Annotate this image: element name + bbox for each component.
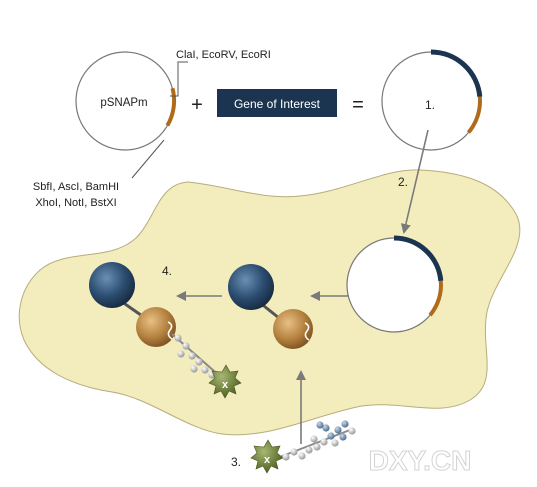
linked-substrate-chain — [171, 333, 223, 379]
plasmid-name: pSNAPm — [100, 97, 147, 109]
snap-active-site — [304, 322, 310, 341]
snap-tag-sphere — [273, 309, 313, 349]
gene-of-interest-box: Gene of Interest — [217, 89, 337, 117]
bottom-sites-leader — [131, 139, 165, 179]
transfected-plasmid — [346, 235, 444, 333]
step-4-label: 4. — [162, 264, 172, 278]
gene-insert-segment — [430, 49, 483, 97]
step-2-arrow — [400, 129, 429, 234]
top-sites-leader — [170, 61, 188, 97]
recombinant-plasmid: 1. — [381, 49, 483, 151]
step-3-label: 3. — [231, 455, 241, 469]
fusion-protein-expressed — [228, 264, 313, 349]
sites-bottom-label-2: XhoI, NotI, BstXI — [35, 197, 116, 209]
free-substrate: x — [250, 420, 356, 474]
plus-sign: + — [191, 94, 203, 116]
step-1-label: 1. — [425, 98, 435, 112]
snap-tag-segment — [428, 280, 443, 317]
gene-of-interest-label: Gene of Interest — [234, 97, 321, 111]
protein-of-interest-sphere — [89, 262, 135, 308]
fluorophore-glyph: x — [264, 454, 271, 466]
fusion-protein-labeled: x — [89, 262, 242, 399]
fluorophore-tag: x — [250, 439, 284, 474]
watermark: DXY.CN — [369, 445, 472, 476]
fluorophore-tag: x — [208, 364, 242, 399]
snap-active-site — [167, 321, 173, 340]
step-2-label: 2. — [398, 175, 408, 189]
sites-bottom-label-1: SbfI, AscI, BamHI — [33, 181, 119, 193]
equals-sign: = — [352, 94, 364, 116]
sites-top-label: ClaI, EcoRV, EcoRI — [176, 49, 271, 61]
snap-tag-segment — [165, 87, 177, 127]
snap-tag-segment — [466, 96, 482, 134]
psnapm-plasmid: pSNAPm — [75, 51, 177, 151]
protein-of-interest-sphere — [228, 264, 274, 310]
fluorophore-glyph: x — [222, 379, 229, 391]
cell-shape — [18, 169, 521, 436]
snap-tag-sphere — [136, 307, 176, 347]
gene-insert-segment — [393, 235, 444, 282]
